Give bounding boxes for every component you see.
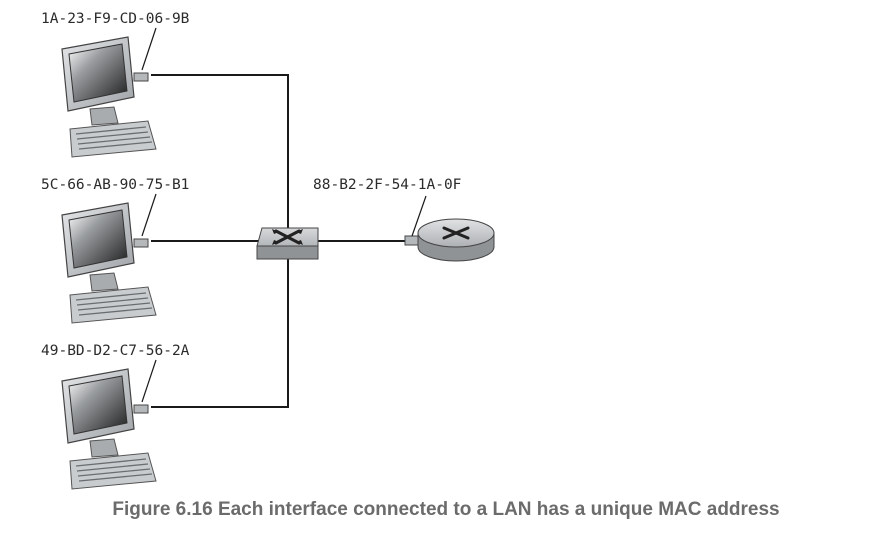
desktop-computer-icon [61, 368, 157, 490]
mac-label-host-3: 49-BD-D2-C7-56-2A [41, 343, 190, 359]
router-port [404, 235, 420, 246]
switch-icon [256, 227, 319, 260]
host-computer-3: 49-BD-D2-C7-56-2A [41, 343, 190, 490]
desktop-computer-icon [61, 36, 157, 158]
mac-pointer [141, 359, 157, 403]
figure-caption: Figure 6.16 Each interface connected to … [112, 499, 780, 520]
mac-pointer [141, 193, 157, 237]
host-computer-1: 1A-23-F9-CD-06-9B [41, 11, 190, 158]
wire-host-1 [151, 74, 289, 228]
mac-label-host-1: 1A-23-F9-CD-06-9B [41, 11, 190, 27]
router-device: 88-B2-2F-54-1A-0F [313, 177, 495, 262]
mac-label-host-2: 5C-66-AB-90-75-B1 [41, 177, 189, 193]
host-computer-2: 5C-66-AB-90-75-B1 [41, 177, 189, 324]
wire-host-3 [151, 258, 289, 408]
router-icon [417, 218, 495, 262]
mac-label-router: 88-B2-2F-54-1A-0F [313, 177, 461, 193]
mac-pointer [141, 27, 157, 71]
mac-pointer [411, 195, 427, 237]
lan-wires [151, 74, 410, 408]
desktop-computer-icon [61, 202, 157, 324]
